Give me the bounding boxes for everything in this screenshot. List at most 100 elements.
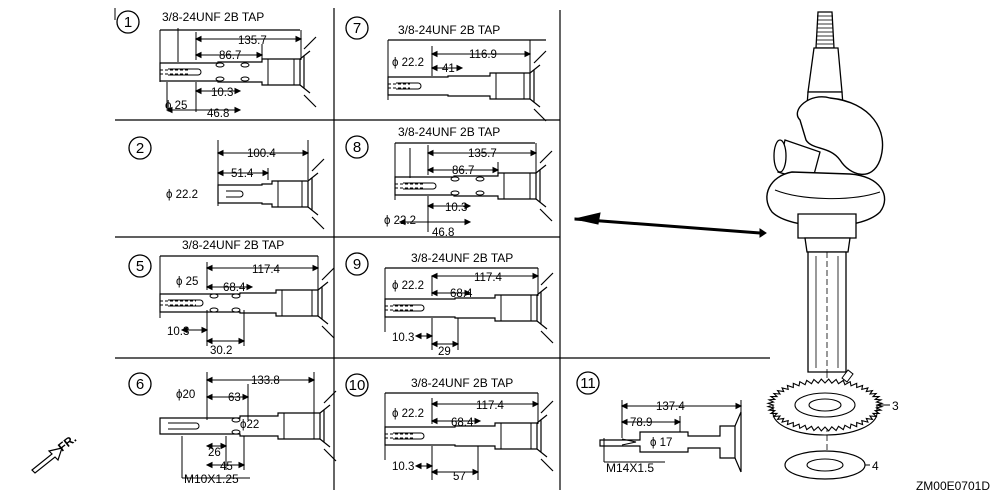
- drawing-code-block: ZM00E0701D: [916, 479, 990, 493]
- grid-lines: [114, 8, 770, 490]
- dim-label: ϕ 25: [165, 100, 187, 112]
- dim-label: ϕ 22.2: [392, 280, 424, 292]
- oil-hole: [450, 176, 460, 182]
- shaft-body: [159, 58, 301, 86]
- dim-label: 78.9: [630, 417, 652, 429]
- arrowhead: [430, 50, 438, 58]
- arrowhead: [238, 461, 246, 469]
- dim-label: 57: [453, 471, 466, 483]
- item-number-circle: [128, 254, 152, 278]
- dim-label: 116.9: [469, 49, 497, 61]
- dim-label: 86.7: [452, 165, 474, 177]
- dim-label: 10.3: [211, 87, 233, 99]
- arrowhead: [474, 417, 482, 425]
- crank-web: [319, 404, 331, 448]
- thread-label: M14X1.5: [606, 461, 654, 475]
- part-number-3: 3: [892, 399, 899, 413]
- dim-label: ϕ 17: [650, 437, 672, 449]
- arrowhead: [532, 272, 540, 280]
- crank-web: [536, 286, 548, 330]
- arrowhead: [180, 326, 188, 334]
- oil-hole: [450, 190, 460, 196]
- arrowhead: [205, 283, 213, 291]
- arrowhead: [430, 468, 438, 476]
- oil-hole: [231, 417, 241, 423]
- arrowhead: [312, 264, 320, 272]
- shaft-collar: [797, 213, 857, 239]
- shaft-step: [804, 237, 851, 253]
- arrowhead: [530, 149, 538, 157]
- arrowhead: [426, 149, 434, 157]
- washer-inner: [806, 458, 844, 472]
- dim-label: 29: [438, 346, 451, 358]
- item-number: 9: [353, 256, 361, 273]
- dim-label: 135.7: [468, 148, 497, 160]
- upper-shaft: [807, 47, 843, 93]
- item-number: 8: [353, 139, 361, 156]
- arrowhead: [464, 218, 472, 226]
- oil-hole: [209, 293, 219, 299]
- dim-label: ϕ22: [240, 419, 259, 431]
- crank-web: [535, 164, 547, 208]
- dim-label: ϕ20: [176, 389, 195, 401]
- dim-label: 10.3: [392, 332, 414, 344]
- timing-gear: 3: [766, 369, 899, 436]
- arrowhead: [216, 149, 224, 157]
- arrowhead: [735, 402, 743, 410]
- tap-label: 3/8-24UNF 2B TAP: [162, 10, 264, 24]
- oil-hole: [475, 190, 485, 196]
- item-number: 10: [349, 377, 366, 394]
- arrowhead: [430, 400, 438, 408]
- arrowhead: [398, 218, 406, 226]
- dim-label: 41: [442, 63, 455, 75]
- front-arrow: [31, 447, 63, 474]
- crank-web: [539, 150, 553, 222]
- arrowhead: [464, 289, 472, 297]
- arrowhead: [216, 169, 224, 177]
- crank-web: [529, 64, 541, 108]
- arrowhead: [426, 332, 434, 340]
- arrowhead: [194, 87, 202, 95]
- keyway: [168, 68, 202, 76]
- arrowhead: [308, 376, 316, 384]
- arrowhead: [620, 418, 628, 426]
- oil-hole: [240, 76, 250, 82]
- arrowhead: [256, 51, 264, 59]
- arrowhead: [414, 332, 422, 340]
- arrowhead: [194, 35, 202, 43]
- keyway: [168, 422, 200, 430]
- keyway: [393, 432, 425, 440]
- gear-bore: [808, 398, 842, 412]
- drawing-code: ZM00E0701D: [916, 479, 990, 493]
- arrowhead: [414, 462, 422, 470]
- arrowhead: [194, 51, 202, 59]
- arrowhead: [426, 166, 434, 174]
- crank-web: [540, 400, 554, 472]
- arrowhead: [242, 393, 250, 401]
- crank-web: [536, 414, 548, 458]
- arrowhead: [262, 169, 270, 177]
- dim-label: 86.7: [219, 50, 241, 62]
- arrowhead: [205, 393, 213, 401]
- dim-label: 45: [220, 461, 233, 473]
- keyway: [396, 82, 422, 90]
- oil-hole: [215, 62, 225, 68]
- item-number: 1: [124, 14, 132, 31]
- thread-tip: [621, 438, 637, 446]
- arrowhead: [205, 264, 213, 272]
- dim-label: 10.3: [167, 326, 189, 338]
- dim-label: 68.4: [450, 288, 473, 300]
- reference-arrow: [574, 212, 767, 238]
- arrowhead: [165, 106, 173, 114]
- item-number-circle: [128, 136, 152, 160]
- shaft-body: [387, 72, 531, 100]
- arrowhead: [426, 462, 434, 470]
- dim-label: 137.4: [656, 401, 685, 413]
- arrowhead: [620, 402, 628, 410]
- dim-label: 10.3: [392, 461, 414, 473]
- item-number: 7: [353, 20, 361, 37]
